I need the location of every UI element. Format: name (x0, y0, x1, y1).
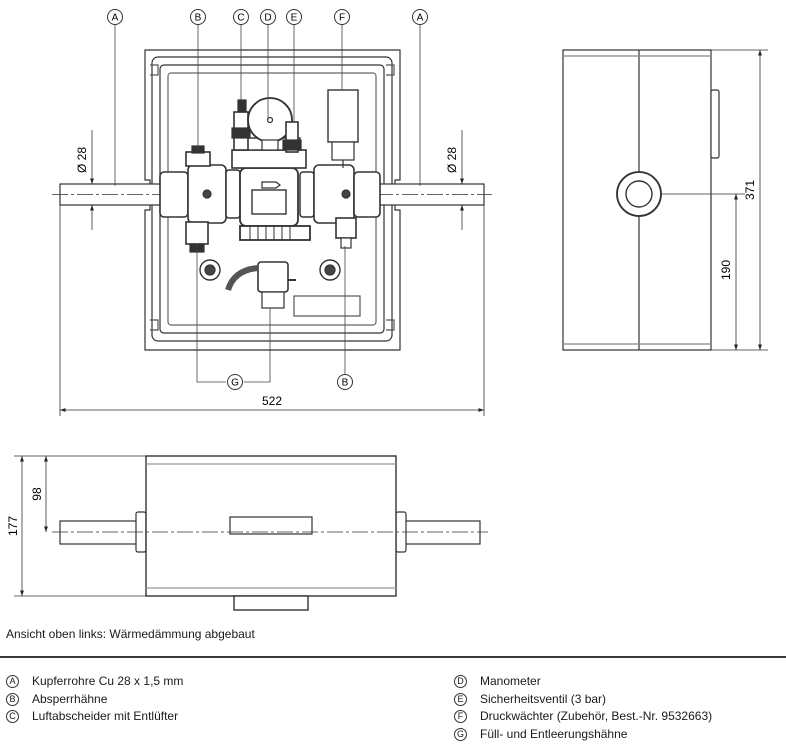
dim-width: 522 (262, 394, 282, 408)
legend-text: Druckwächter (Zubehör, Best.-Nr. 9532663… (480, 709, 713, 723)
legend-mark: C (6, 710, 19, 724)
callout-c: C (237, 13, 244, 24)
legend-item: E Sicherheitsventil (3 bar) (454, 691, 712, 709)
legend-mark: F (454, 710, 467, 724)
housing-outline (144, 49, 401, 351)
legend-item: C Luftabscheider mit Entlüfter (6, 708, 183, 726)
separator-rule (0, 656, 786, 658)
callouts: A B C D E F A G B (107, 9, 428, 390)
legend-text: Absperrhähne (32, 691, 108, 706)
legend-mark: G (454, 727, 467, 741)
front-view (52, 49, 492, 351)
callout-e: E (291, 13, 298, 24)
dim-pipe-dia-right: Ø 28 (445, 147, 459, 173)
legend-item: F Druckwächter (Zubehör, Best.-Nr. 953266… (454, 708, 712, 726)
dim-height: 371 (743, 180, 757, 200)
legend-text: Sicherheitsventil (3 bar) (480, 691, 607, 706)
pressure-switch (327, 89, 359, 143)
top-view (52, 455, 488, 611)
callout-b-lower: B (342, 378, 349, 389)
legend-text: Luftabscheider mit Entlüfter (32, 709, 179, 723)
callout-a-right: A (417, 13, 424, 24)
drain-right (335, 217, 357, 239)
legend-text: Füll- und Entleerungshähne (480, 726, 628, 741)
figure-caption: Ansicht oben links: Wärmedämmung abgebau… (6, 627, 255, 641)
dim-pipe-depth: 98 (30, 487, 44, 501)
technical-drawing: A B C D E F A G B Ø 28 Ø 28 522 (6, 9, 768, 611)
dim-depth: 177 (6, 516, 20, 536)
legend-item: A Kupferrohre Cu 28 x 1,5 mm (6, 673, 183, 691)
legend-mark: A (6, 675, 19, 689)
leader-lines (114, 24, 421, 383)
fill-drain-cock-left (185, 221, 209, 245)
valve-handle-left (185, 151, 211, 167)
dim-pipe-dia-left: Ø 28 (75, 147, 89, 173)
right-shutoff-valve (299, 171, 315, 218)
callout-g: G (231, 378, 239, 389)
central-manifold (239, 167, 299, 227)
legend-text: Kupferrohre Cu 28 x 1,5 mm (32, 674, 184, 688)
legend-item: G Füll- und Entleerungshähne (454, 726, 712, 744)
side-dims (661, 49, 768, 351)
width-dim (59, 205, 485, 416)
side-view (562, 49, 720, 351)
legend-item: D Manometer (454, 673, 712, 691)
callout-f: F (339, 13, 345, 24)
callout-a: A (112, 13, 119, 24)
legend-text: Manometer (480, 674, 541, 688)
legend-mark: D (454, 675, 467, 689)
legend-item: B Absperrhähne (6, 691, 183, 709)
legend-mark: B (6, 692, 19, 706)
legend-left: A Kupferrohre Cu 28 x 1,5 mm B Absperrhähn… (6, 673, 183, 726)
legend-mark: E (454, 692, 467, 706)
top-dims (14, 455, 146, 597)
left-shutoff-valve (159, 171, 189, 218)
dim-pipe-height: 190 (719, 260, 733, 280)
pipe-section-inner (625, 180, 653, 208)
pipe-diameter-dims (70, 130, 474, 230)
callout-d: D (264, 13, 271, 24)
callout-b: B (195, 13, 202, 24)
lower-outlet (257, 261, 289, 293)
